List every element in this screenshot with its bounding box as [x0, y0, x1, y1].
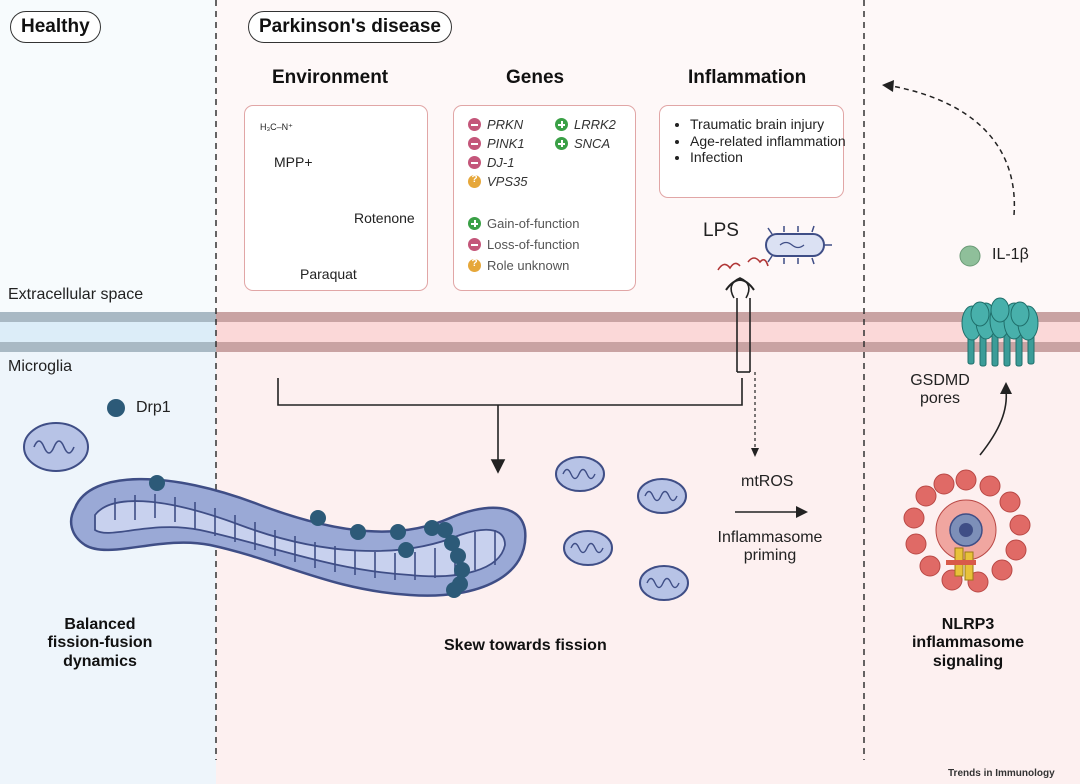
healthy-small-mitochondrion: [23, 422, 89, 472]
rotenone-label: Rotenone: [354, 210, 415, 226]
gain-of-function-icon: [555, 137, 568, 150]
gene-name: SNCA: [574, 136, 611, 151]
loss-of-function-icon: [468, 118, 481, 131]
bacterium-icon: [765, 225, 832, 265]
inflammation-item: Infection: [690, 149, 855, 166]
extracellular-label: Extracellular space: [8, 286, 144, 303]
role-unknown-icon: ?: [468, 174, 481, 188]
mtros-label: mtROS: [741, 473, 794, 490]
legend-unknown-label: Role unknown: [487, 258, 570, 273]
drp1-label: Drp1: [136, 399, 171, 416]
loss-of-function-icon: [468, 137, 481, 150]
il1b-label: IL-1β: [992, 246, 1029, 263]
paraquat-label: Paraquat: [300, 266, 357, 282]
gene-pink1: PINK1: [468, 136, 525, 151]
role-unknown-icon: ?: [468, 258, 481, 272]
balanced-label: Balanced fission-fusion dynamics: [47, 616, 153, 670]
inflammation-item: Age-related inflammation: [690, 133, 855, 150]
gene-name: DJ-1: [487, 155, 515, 170]
cell-membrane: [0, 312, 1080, 352]
mpp-label: MPP+: [274, 154, 313, 170]
il1b-icon: [959, 245, 981, 267]
skew-label: Skew towards fission: [444, 637, 607, 654]
gene-prkn: PRKN: [468, 117, 523, 132]
loss-of-function-icon: [468, 156, 481, 169]
fragmented-mitochondria: [555, 456, 689, 601]
environment-box: [244, 105, 428, 291]
lps-molecule: [717, 257, 769, 271]
nlrp3-to-gsdmd-arrow: [979, 389, 1008, 456]
mpp-formula-label: H₃C–N⁺: [260, 122, 293, 132]
gsdmd-pore-icon: [961, 297, 1039, 367]
gene-name: VPS35: [487, 174, 528, 189]
priming-arrow: [735, 506, 808, 518]
gene-dj1: DJ-1: [468, 155, 514, 170]
large-mitochondrion: [69, 475, 527, 598]
gene-name: PINK1: [487, 136, 525, 151]
loss-of-function-icon: [468, 238, 481, 251]
priming-label: Inflammasome priming: [717, 529, 823, 565]
inflammation-list: Traumatic brain injury Age-related infla…: [672, 116, 855, 166]
convergence-bracket: [277, 378, 743, 474]
legend-gain-label: Gain-of-function: [487, 216, 580, 231]
environment-heading: Environment: [272, 67, 389, 88]
inflammation-item: Traumatic brain injury: [690, 116, 855, 133]
lps-label: LPS: [703, 220, 739, 241]
parkinsons-header: Parkinson's disease: [248, 11, 452, 43]
receptor-to-mtros-arrow: [751, 372, 759, 457]
gene-name: PRKN: [487, 117, 524, 132]
nlrp3-label: NLRP3 inflammasome signaling: [911, 616, 1025, 670]
gene-vps35: ? VPS35: [468, 174, 527, 189]
gene-lrrk2: LRRK2: [555, 117, 616, 132]
gsdmd-label: GSDMD pores: [910, 372, 970, 408]
gene-name: LRRK2: [574, 117, 616, 132]
drp1-icon: [107, 399, 125, 417]
nlrp3-to-gsdmd-arrowhead: [1000, 382, 1012, 394]
il1b-release-arrow: [891, 85, 1016, 216]
healthy-header: Healthy: [10, 11, 101, 43]
gain-of-function-icon: [468, 217, 481, 230]
tlr4-receptor: [725, 277, 755, 373]
gain-of-function-icon: [555, 118, 568, 131]
nlrp3-inflammasome-icon: [903, 469, 1031, 593]
inflammation-heading: Inflammation: [688, 67, 807, 88]
legend-loss-label: Loss-of-function: [487, 237, 580, 252]
legend-gain: Gain-of-function: [468, 216, 580, 231]
il1b-release-arrowhead: [882, 80, 894, 92]
legend-loss: Loss-of-function: [468, 237, 580, 252]
legend-unknown: ? Role unknown: [468, 258, 569, 273]
journal-credit: Trends in Immunology: [948, 768, 1055, 779]
genes-heading: Genes: [506, 67, 565, 88]
genes-box: [453, 105, 636, 291]
microglia-label: Microglia: [8, 358, 73, 375]
gene-snca: SNCA: [555, 136, 610, 151]
inflammation-box: [659, 105, 844, 198]
